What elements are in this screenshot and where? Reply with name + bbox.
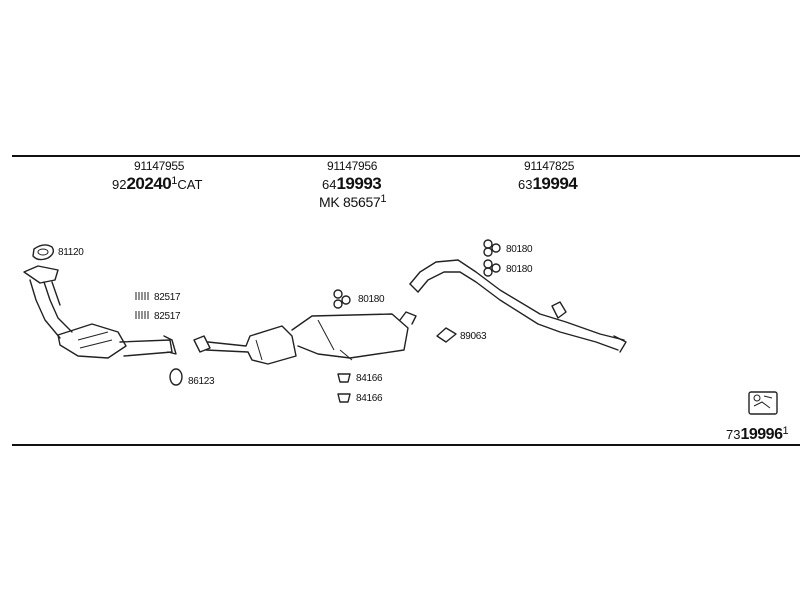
mk-number-middle: MK 856571 (319, 194, 387, 211)
oe-code-rear: 91147825 (524, 159, 575, 173)
kit-number-mark: 1 (782, 425, 789, 437)
kit-number: 73199961 (726, 426, 789, 443)
kit-number-main: 19996 (740, 426, 783, 443)
part-number-middle-prefix: 64 (322, 177, 337, 192)
rear-pipe (409, 259, 627, 353)
part-label-81120: 81120 (58, 247, 84, 258)
part-number-front-prefix: 92 (112, 177, 127, 192)
clamp-icon (135, 292, 149, 319)
part-number-front: 92202401CAT (112, 175, 202, 193)
part-label-82517-b: 82517 (154, 311, 181, 322)
part-number-rear-prefix: 63 (518, 177, 533, 192)
part-label-80180-mid: 80180 (358, 294, 385, 305)
gasket-rear-icon (436, 327, 457, 343)
mk-number-mark: 1 (380, 193, 387, 205)
part-number-middle: 6419993 (322, 174, 382, 193)
hanger-rear-icons (483, 239, 501, 277)
part-label-84166-b: 84166 (356, 393, 383, 404)
hanger-icon (333, 289, 351, 309)
part-number-rear: 6319994 (518, 174, 578, 193)
mk-number-text: MK 85657 (319, 194, 381, 210)
rubber-mount-icon (337, 373, 351, 403)
part-label-86123: 86123 (188, 376, 215, 387)
part-label-84166-a: 84166 (356, 373, 383, 384)
part-number-front-mark: 1 (171, 175, 178, 187)
gasket-icon (32, 244, 55, 261)
part-number-rear-main: 19994 (532, 174, 578, 193)
part-number-front-main: 20240 (126, 174, 172, 193)
middle-silencer-pipe (193, 311, 417, 365)
kit-box-icon (748, 391, 778, 415)
ring-icon (169, 368, 183, 386)
part-label-80180-rear-b: 80180 (506, 264, 533, 275)
oe-code-front: 91147955 (134, 159, 185, 173)
part-label-82517-a: 82517 (154, 292, 181, 303)
kit-number-prefix: 73 (726, 427, 741, 442)
part-number-front-suffix: CAT (177, 177, 203, 192)
top-divider (12, 155, 800, 157)
oe-code-middle: 91147956 (327, 159, 378, 173)
part-number-middle-main: 19993 (336, 174, 382, 193)
bottom-divider (12, 444, 800, 446)
catalytic-converter-front-pipe (23, 265, 177, 359)
part-label-80180-rear-a: 80180 (506, 244, 533, 255)
part-label-89063: 89063 (460, 331, 487, 342)
